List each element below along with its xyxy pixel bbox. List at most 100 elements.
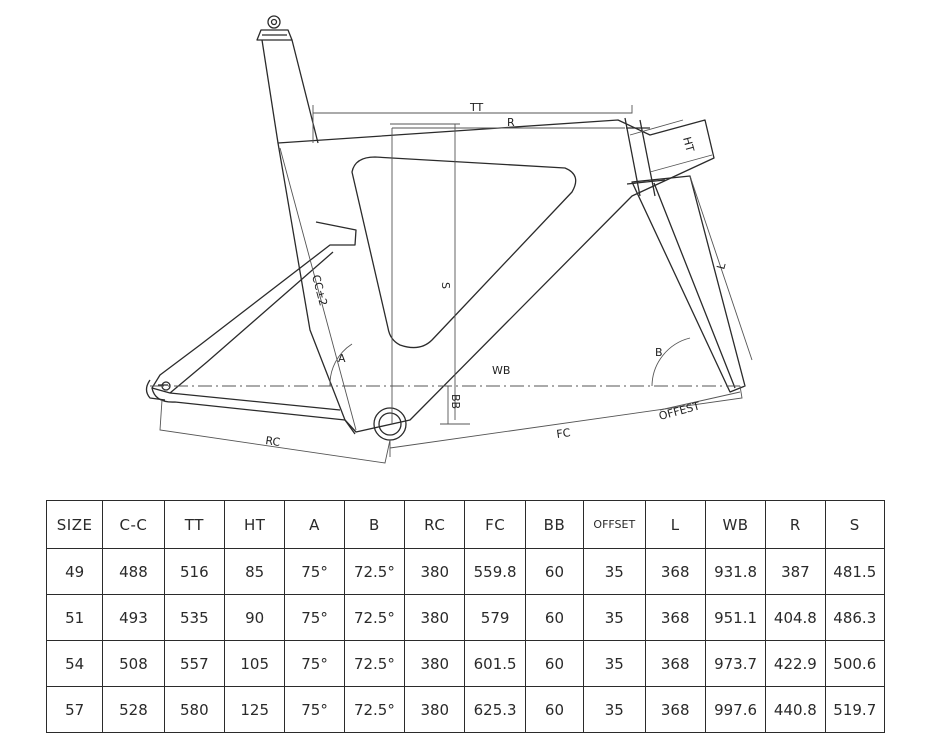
cell-bb: 60 xyxy=(524,686,585,733)
header-s: S xyxy=(824,500,886,549)
label-r: R xyxy=(507,116,515,129)
cell-tt: 557 xyxy=(163,640,226,687)
cell-cc: 488 xyxy=(102,548,165,595)
cell-offset: 35 xyxy=(583,594,646,641)
cell-l: 368 xyxy=(644,686,706,733)
header-tt: TT xyxy=(163,500,226,549)
header-bb: BB xyxy=(524,500,585,549)
header-a: A xyxy=(284,500,345,549)
cell-ht: 90 xyxy=(224,594,286,641)
cell-size: 51 xyxy=(45,594,104,641)
cell-fc: 601.5 xyxy=(464,640,526,687)
cell-wb: 931.8 xyxy=(704,548,767,595)
cell-s: 500.6 xyxy=(824,640,886,687)
cell-rc: 380 xyxy=(404,686,466,733)
cell-a: 75° xyxy=(284,686,345,733)
table-row: 57 528 580 125 75° 72.5° 380 625.3 60 35… xyxy=(45,686,886,733)
label-tt: TT xyxy=(469,101,484,114)
label-rc: RC xyxy=(265,434,282,449)
cell-fc: 579 xyxy=(464,594,526,641)
cell-bb: 60 xyxy=(524,594,585,641)
cell-bb: 60 xyxy=(524,640,585,687)
cell-offset: 35 xyxy=(583,640,646,687)
label-ht: HT xyxy=(680,135,697,153)
cell-l: 368 xyxy=(644,548,706,595)
fork xyxy=(631,175,746,393)
header-fc: FC xyxy=(464,500,526,549)
header-r: R xyxy=(765,500,826,549)
table-row: 51 493 535 90 75° 72.5° 380 579 60 35 36… xyxy=(45,594,886,641)
label-wb: WB xyxy=(492,364,510,377)
cell-fc: 559.8 xyxy=(464,548,526,595)
seat-post xyxy=(261,39,319,144)
cell-l: 368 xyxy=(644,640,706,687)
table-row: 54 508 557 105 75° 72.5° 380 601.5 60 35… xyxy=(45,640,886,687)
cell-offset: 35 xyxy=(583,686,646,733)
cell-rc: 380 xyxy=(404,548,466,595)
header-size: SIZE xyxy=(45,500,104,549)
cell-fc: 625.3 xyxy=(464,686,526,733)
cell-size: 49 xyxy=(45,548,104,595)
cell-r: 440.8 xyxy=(765,686,826,733)
label-bb: BB xyxy=(449,394,462,409)
header-ht: HT xyxy=(224,500,286,549)
cell-r: 404.8 xyxy=(765,594,826,641)
header-offset: OFFSET xyxy=(583,500,646,549)
cell-tt: 516 xyxy=(163,548,226,595)
chain-stay xyxy=(151,387,356,435)
cell-b: 72.5° xyxy=(343,686,406,733)
geometry-table: SIZE C-C TT HT A B RC FC BB OFFSET L WB … xyxy=(45,500,886,733)
frame-inner-opening xyxy=(351,156,577,349)
seat-clamp xyxy=(256,15,293,41)
header-cc: C-C xyxy=(102,500,165,549)
table-header-row: SIZE C-C TT HT A B RC FC BB OFFSET L WB … xyxy=(45,500,886,549)
cell-ht: 105 xyxy=(224,640,286,687)
cell-offset: 35 xyxy=(583,548,646,595)
label-offset: OFFEST xyxy=(657,399,701,422)
table-row: 49 488 516 85 75° 72.5° 380 559.8 60 35 … xyxy=(45,548,886,595)
cell-bb: 60 xyxy=(524,548,585,595)
cell-r: 422.9 xyxy=(765,640,826,687)
head-tube-band xyxy=(626,127,666,185)
drawing-labels: TT R HT L S CC±2 A B WB BB OFFEST FC RC xyxy=(265,101,729,449)
cell-b: 72.5° xyxy=(343,548,406,595)
seat-stay xyxy=(151,221,357,394)
frame-geometry-drawing: TT R HT L S CC±2 A B WB BB OFFEST FC RC xyxy=(145,15,753,464)
cell-wb: 973.7 xyxy=(704,640,767,687)
cell-wb: 997.6 xyxy=(704,686,767,733)
cell-rc: 380 xyxy=(404,594,466,641)
cell-size: 57 xyxy=(45,686,104,733)
cell-cc: 508 xyxy=(102,640,165,687)
cell-a: 75° xyxy=(284,548,345,595)
cell-s: 519.7 xyxy=(824,686,886,733)
cell-rc: 380 xyxy=(404,640,466,687)
cell-size: 54 xyxy=(45,640,104,687)
cell-s: 486.3 xyxy=(824,594,886,641)
cell-s: 481.5 xyxy=(824,548,886,595)
cell-ht: 125 xyxy=(224,686,286,733)
header-wb: WB xyxy=(704,500,767,549)
label-fc: FC xyxy=(556,426,572,441)
cell-tt: 535 xyxy=(163,594,226,641)
header-l: L xyxy=(644,500,706,549)
cell-a: 75° xyxy=(284,594,345,641)
cell-r: 387 xyxy=(765,548,826,595)
cell-l: 368 xyxy=(644,594,706,641)
label-l: L xyxy=(714,261,728,271)
header-b: B xyxy=(343,500,406,549)
label-cc: CC±2 xyxy=(309,273,330,307)
cell-a: 75° xyxy=(284,640,345,687)
header-rc: RC xyxy=(404,500,466,549)
cell-b: 72.5° xyxy=(343,594,406,641)
cell-b: 72.5° xyxy=(343,640,406,687)
rear-dropout xyxy=(145,379,168,401)
main-frame-outline xyxy=(277,119,715,433)
cell-tt: 580 xyxy=(163,686,226,733)
label-b: B xyxy=(655,346,663,359)
cell-cc: 528 xyxy=(102,686,165,733)
label-s: S xyxy=(439,282,452,289)
cell-cc: 493 xyxy=(102,594,165,641)
cell-ht: 85 xyxy=(224,548,286,595)
label-a: A xyxy=(338,352,346,365)
cell-wb: 951.1 xyxy=(704,594,767,641)
